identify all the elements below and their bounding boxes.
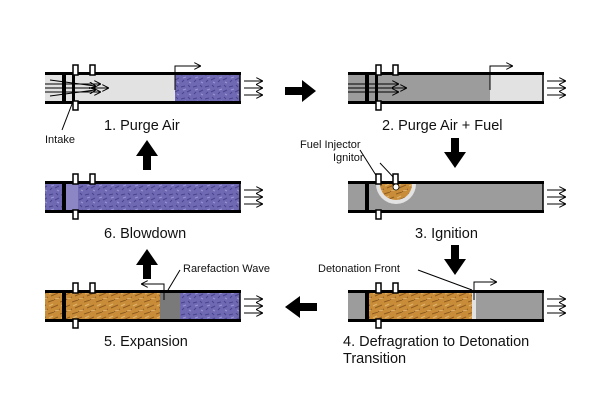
- intake-flow-arrows: [45, 79, 108, 97]
- rarefaction-direction-arrow: [142, 284, 165, 300]
- stage-1-label: 1. Purge Air: [104, 118, 180, 134]
- flow-front-arrow: [489, 66, 512, 90]
- ignition-kernel: [380, 184, 412, 200]
- intake-annotation: Intake: [45, 134, 75, 146]
- stage-2-tube: [348, 64, 565, 111]
- rarefaction-wave: [160, 293, 180, 319]
- stage-4-label-line-2: Transition: [343, 351, 406, 367]
- flow-front-arrow: [473, 282, 496, 300]
- rarefaction-wave-annotation: Rarefaction Wave: [183, 263, 270, 275]
- stage-3-to-4-arrow: [444, 245, 466, 275]
- detonation-products-region: [368, 293, 472, 319]
- stage-5-label: 5. Expansion: [104, 334, 188, 350]
- fuel-injector-icon: [375, 282, 382, 294]
- ignitor-annotation: Ignitor: [333, 152, 364, 164]
- exhaust-arrows-icon: [547, 299, 565, 313]
- stage-3-label: 3. Ignition: [415, 226, 478, 242]
- stage-4-tube: [348, 282, 565, 329]
- flow-front-arrow: [174, 66, 200, 90]
- fuel-injector-icon: [72, 282, 79, 294]
- stage-6-to-1-arrow: [136, 140, 158, 170]
- stage-4-to-5-arrow: [285, 296, 317, 318]
- fuel-injector-icon: [72, 64, 79, 76]
- intake-leader-line: [61, 103, 73, 131]
- fuel-injector-icon: [72, 173, 79, 185]
- detonation-front-leader-line: [417, 269, 473, 291]
- fuel-injector-icon: [375, 173, 382, 185]
- exhaust-arrows-icon: [244, 299, 262, 313]
- spark-icon: [392, 183, 400, 191]
- stage-6-tube: [45, 173, 262, 220]
- exhaust-arrows-icon: [547, 190, 565, 204]
- stage-1-to-2-arrow: [285, 80, 316, 102]
- exhaust-arrows-icon: [244, 190, 262, 204]
- stage-3-tube: [348, 173, 565, 220]
- stage-1-tube: [45, 64, 262, 111]
- exhaust-arrows-icon: [244, 81, 262, 95]
- stage-4-label-line-1: 4. Defragration to Detonation: [343, 334, 529, 350]
- ignitor-icon: [89, 282, 96, 294]
- ignitor-icon: [89, 173, 96, 185]
- stage-5-to-6-arrow: [136, 249, 158, 279]
- ignitor-icon: [89, 64, 96, 76]
- fuel-injector-annotation: Fuel Injector: [300, 139, 361, 151]
- detonation-front: [472, 293, 476, 319]
- ignitor-icon: [392, 282, 399, 294]
- combustion-products-region: [180, 293, 240, 319]
- detonation-front-annotation: Detonation Front: [318, 263, 400, 275]
- ignitor-icon: [392, 64, 399, 76]
- stage-2-to-3-arrow: [444, 138, 466, 168]
- rarefaction-wave-leader-line: [167, 269, 181, 291]
- air-region: [490, 75, 543, 101]
- combustion-products-region: [175, 75, 240, 101]
- stage-6-label: 6. Blowdown: [104, 226, 186, 242]
- exhaust-arrows-icon: [547, 81, 565, 95]
- stage-5-tube: [45, 282, 262, 329]
- stage-2-label: 2. Purge Air + Fuel: [382, 118, 503, 134]
- fuel-injector-icon: [375, 64, 382, 76]
- ignitor-icon: [392, 173, 399, 185]
